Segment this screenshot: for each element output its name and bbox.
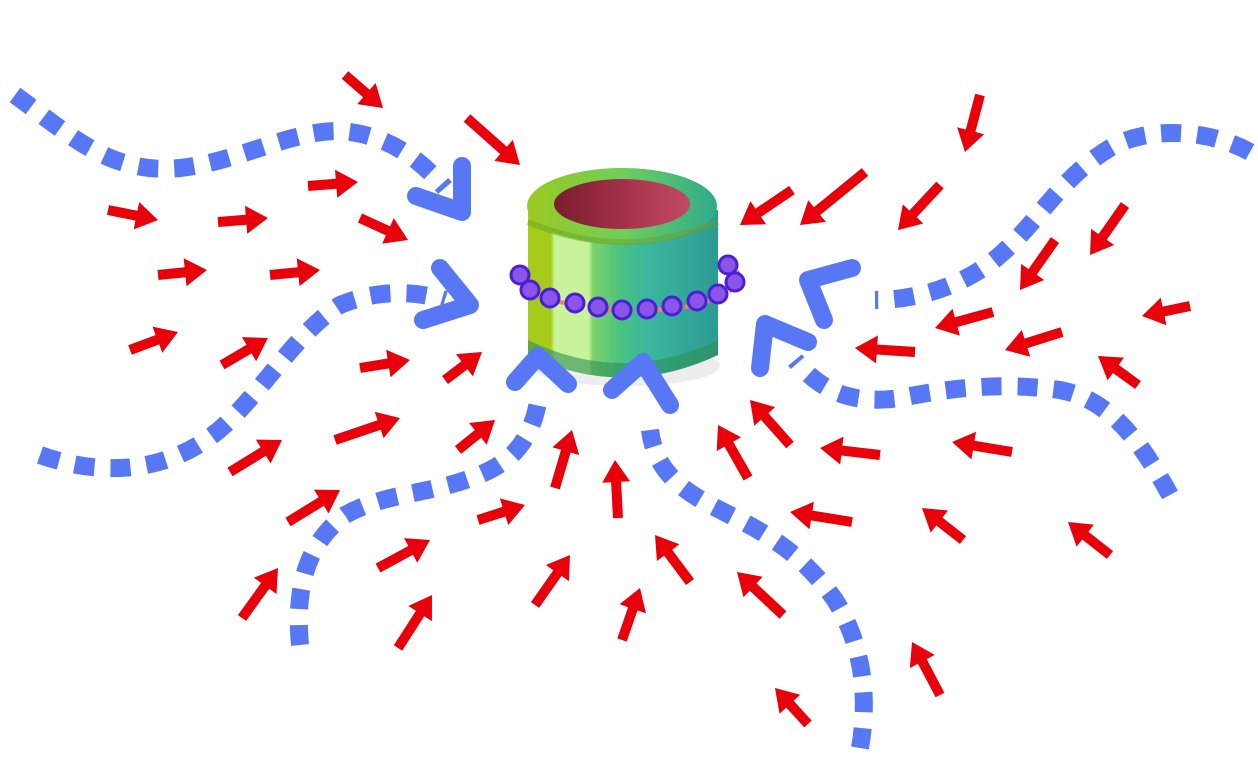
red-arrow-icon: [307, 169, 358, 198]
red-arrow-icon: [855, 335, 916, 364]
red-arrow-icon: [285, 489, 340, 527]
bead: [717, 254, 739, 276]
red-arrow-icon: [1068, 522, 1114, 559]
red-arrow-icon: [128, 326, 178, 355]
bead: [636, 298, 658, 320]
red-arrow-icon: [750, 400, 794, 449]
red-arrow-icon: [1005, 327, 1064, 357]
bead: [661, 295, 683, 317]
red-arrow-icon: [157, 258, 207, 287]
red-arrow-icon: [909, 642, 945, 698]
red-arrow-icon: [602, 460, 631, 519]
red-arrow-icon: [1090, 202, 1130, 255]
red-arrow-icon: [790, 501, 853, 530]
red-arrow-icon: [1020, 237, 1060, 290]
red-arrow-icon: [333, 411, 400, 445]
bead: [564, 292, 586, 314]
red-arrow-icon: [737, 572, 787, 619]
blue-chevron-icon: [506, 347, 577, 393]
red-arrow-icon: [935, 307, 995, 336]
bead: [707, 283, 729, 305]
blue-dotted-path-5: [788, 354, 1178, 500]
red-arrow-icon: [1098, 356, 1141, 389]
blue-chevron-icon: [407, 157, 471, 221]
blue-dotted-path-2: [36, 284, 448, 478]
red-arrow-icon: [740, 185, 795, 225]
green-cylinder-icon: [526, 168, 720, 386]
bead: [611, 299, 633, 321]
bead-necklace-icon: [509, 254, 746, 321]
bead: [724, 271, 746, 293]
blue-dotted-path-3: [289, 388, 549, 646]
red-arrow-icon: [393, 595, 432, 651]
red-arrow-icon: [922, 508, 967, 544]
red-arrow-icon: [237, 568, 278, 621]
red-arrow-icon: [716, 425, 753, 481]
bead: [686, 290, 708, 312]
blue-chevron-icon: [799, 259, 861, 329]
red-arrow-icon: [341, 71, 383, 108]
red-arrow-icon: [952, 431, 1013, 460]
red-arrow-icon: [107, 202, 158, 230]
blue-chevron-icon: [603, 353, 679, 414]
blue-chevron-icon: [751, 315, 817, 377]
red-arrow-icon: [820, 436, 881, 465]
red-arrow-icon: [375, 538, 430, 573]
red-arrow-icon: [550, 430, 580, 490]
red-arrow-icon: [476, 498, 525, 525]
red-arrows: [107, 71, 1191, 728]
red-arrow-icon: [442, 352, 482, 384]
red-arrow-icon: [463, 114, 520, 165]
bead: [519, 279, 541, 301]
red-arrow-icon: [1142, 297, 1191, 326]
blue-dotted-path-4: [641, 428, 873, 750]
bead: [509, 264, 531, 286]
red-arrow-icon: [219, 337, 268, 370]
red-arrow-icon: [227, 439, 282, 477]
blue-chevrons: [407, 157, 861, 414]
red-arrow-icon: [655, 535, 694, 585]
red-arrow-icon: [617, 588, 646, 642]
red-arrow-icon: [217, 205, 268, 234]
blue-dotted-path-1: [9, 87, 452, 194]
red-arrow-icon: [269, 258, 320, 287]
red-arrow-icon: [898, 181, 944, 230]
bead: [587, 296, 609, 318]
red-arrow-icon: [800, 168, 869, 225]
bead: [539, 287, 561, 309]
blue-dotted-paths: [9, 87, 1255, 750]
red-arrow-icon: [454, 420, 495, 454]
red-arrow-icon: [957, 93, 985, 152]
red-arrow-icon: [359, 349, 410, 378]
blue-chevron-icon: [414, 259, 479, 329]
red-arrow-icon: [775, 688, 812, 728]
red-arrow-icon: [530, 555, 570, 608]
blue-dotted-path-6: [874, 123, 1255, 309]
red-arrow-icon: [357, 213, 408, 244]
